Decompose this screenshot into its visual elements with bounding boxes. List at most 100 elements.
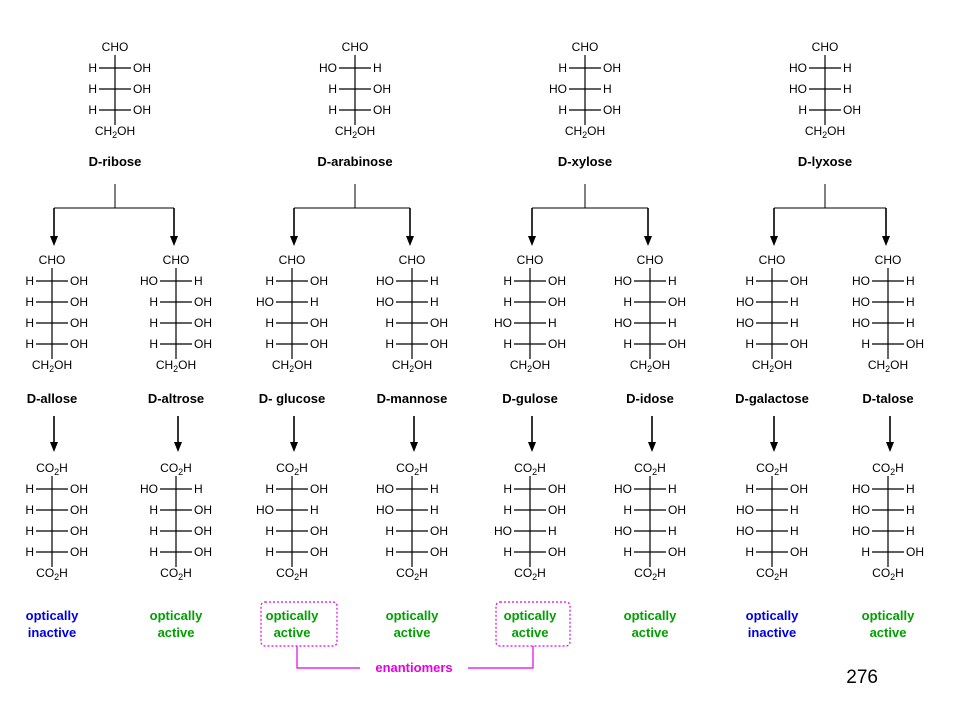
pentose-name: D-lyxose <box>798 154 852 169</box>
optical-activity-line2: inactive <box>28 625 76 640</box>
substituent-right: H <box>373 61 382 75</box>
substituent-right: OH <box>430 337 448 351</box>
substituent-right: OH <box>310 316 328 330</box>
reaction-arrow-head <box>406 236 414 246</box>
optical-activity-line2: active <box>632 625 669 640</box>
substituent-right: OH <box>603 103 621 117</box>
oxidation-arrow <box>174 416 182 452</box>
substituent-left: HO <box>852 503 870 517</box>
substituent-left: HO <box>736 295 754 309</box>
reaction-arrow-head <box>290 442 298 452</box>
substituent-right: OH <box>70 503 88 517</box>
substituent-left: H <box>328 82 337 96</box>
hexose-name: D-allose <box>27 391 78 406</box>
substituent-left: H <box>149 295 158 309</box>
substituent-left: HO <box>376 503 394 517</box>
substituent-right: OH <box>603 61 621 75</box>
branch-connector <box>770 184 890 246</box>
reaction-arrow-head <box>170 236 178 246</box>
substituent-right: OH <box>843 103 861 117</box>
substituent-right: H <box>906 274 915 288</box>
substituent-right: OH <box>70 524 88 538</box>
substituent-left: HO <box>852 316 870 330</box>
substituent-left: HO <box>494 524 512 538</box>
substituent-left: H <box>503 545 512 559</box>
substituent-left: HO <box>736 524 754 538</box>
substituent-right: H <box>668 524 677 538</box>
substituent-left: HO <box>256 295 274 309</box>
substituent-right: H <box>790 316 799 330</box>
substituent-right: OH <box>70 316 88 330</box>
carboxyl-group-bottom: CO2H <box>514 566 546 582</box>
carboxyl-group-top: CO2H <box>514 461 546 477</box>
substituent-left: HO <box>140 274 158 288</box>
reaction-arrow-head <box>882 236 890 246</box>
ch2oh-group: CH2OH <box>272 358 312 374</box>
substituent-right: H <box>906 503 915 517</box>
substituent-right: H <box>668 316 677 330</box>
cho-group: CHO <box>39 253 66 267</box>
substituent-left: H <box>88 61 97 75</box>
hexose-name: D- glucose <box>259 391 325 406</box>
substituent-left: H <box>623 295 632 309</box>
optical-activity-line1: optically <box>746 608 800 623</box>
cho-group: CHO <box>572 40 599 54</box>
substituent-right: H <box>310 503 319 517</box>
substituent-left: H <box>503 274 512 288</box>
cho-group: CHO <box>759 253 786 267</box>
substituent-right: OH <box>70 482 88 496</box>
substituent-right: OH <box>373 103 391 117</box>
substituent-right: OH <box>548 545 566 559</box>
substituent-right: H <box>906 524 915 538</box>
substituent-left: H <box>623 545 632 559</box>
cho-group: CHO <box>163 253 190 267</box>
substituent-left: H <box>149 503 158 517</box>
carboxyl-group-top: CO2H <box>160 461 192 477</box>
reaction-arrow-head <box>50 236 58 246</box>
substituent-left: H <box>149 316 158 330</box>
optical-activity-line2: active <box>394 625 431 640</box>
oxidation-arrow <box>410 416 418 452</box>
substituent-left: HO <box>852 482 870 496</box>
ch2oh-group: CH2OH <box>510 358 550 374</box>
carboxyl-group-bottom: CO2H <box>160 566 192 582</box>
substituent-right: H <box>668 482 677 496</box>
substituent-left: H <box>385 545 394 559</box>
substituent-right: H <box>548 524 557 538</box>
cho-group: CHO <box>875 253 902 267</box>
optical-activity-line1: optically <box>266 608 320 623</box>
pentose-name: D-xylose <box>558 154 612 169</box>
reaction-arrow-head <box>770 442 778 452</box>
substituent-right: H <box>194 274 203 288</box>
optical-activity-line2: active <box>870 625 907 640</box>
ch2oh-group: CH2OH <box>392 358 432 374</box>
substituent-right: OH <box>668 545 686 559</box>
substituent-right: OH <box>906 337 924 351</box>
hexose-name: D-altrose <box>148 391 204 406</box>
substituent-right: H <box>790 295 799 309</box>
carboxyl-group-top: CO2H <box>396 461 428 477</box>
ch2oh-group: CH2OH <box>95 124 135 140</box>
substituent-right: OH <box>790 482 808 496</box>
optical-activity-line1: optically <box>386 608 440 623</box>
substituent-right: OH <box>70 274 88 288</box>
substituent-left: HO <box>614 316 632 330</box>
carboxyl-group-bottom: CO2H <box>276 566 308 582</box>
substituent-left: H <box>25 337 34 351</box>
pentose-name: D-ribose <box>89 154 142 169</box>
substituent-right: OH <box>430 316 448 330</box>
substituent-left: HO <box>789 61 807 75</box>
oxidation-arrow <box>50 416 58 452</box>
substituent-left: HO <box>736 503 754 517</box>
substituent-left: HO <box>852 295 870 309</box>
substituent-right: OH <box>548 337 566 351</box>
